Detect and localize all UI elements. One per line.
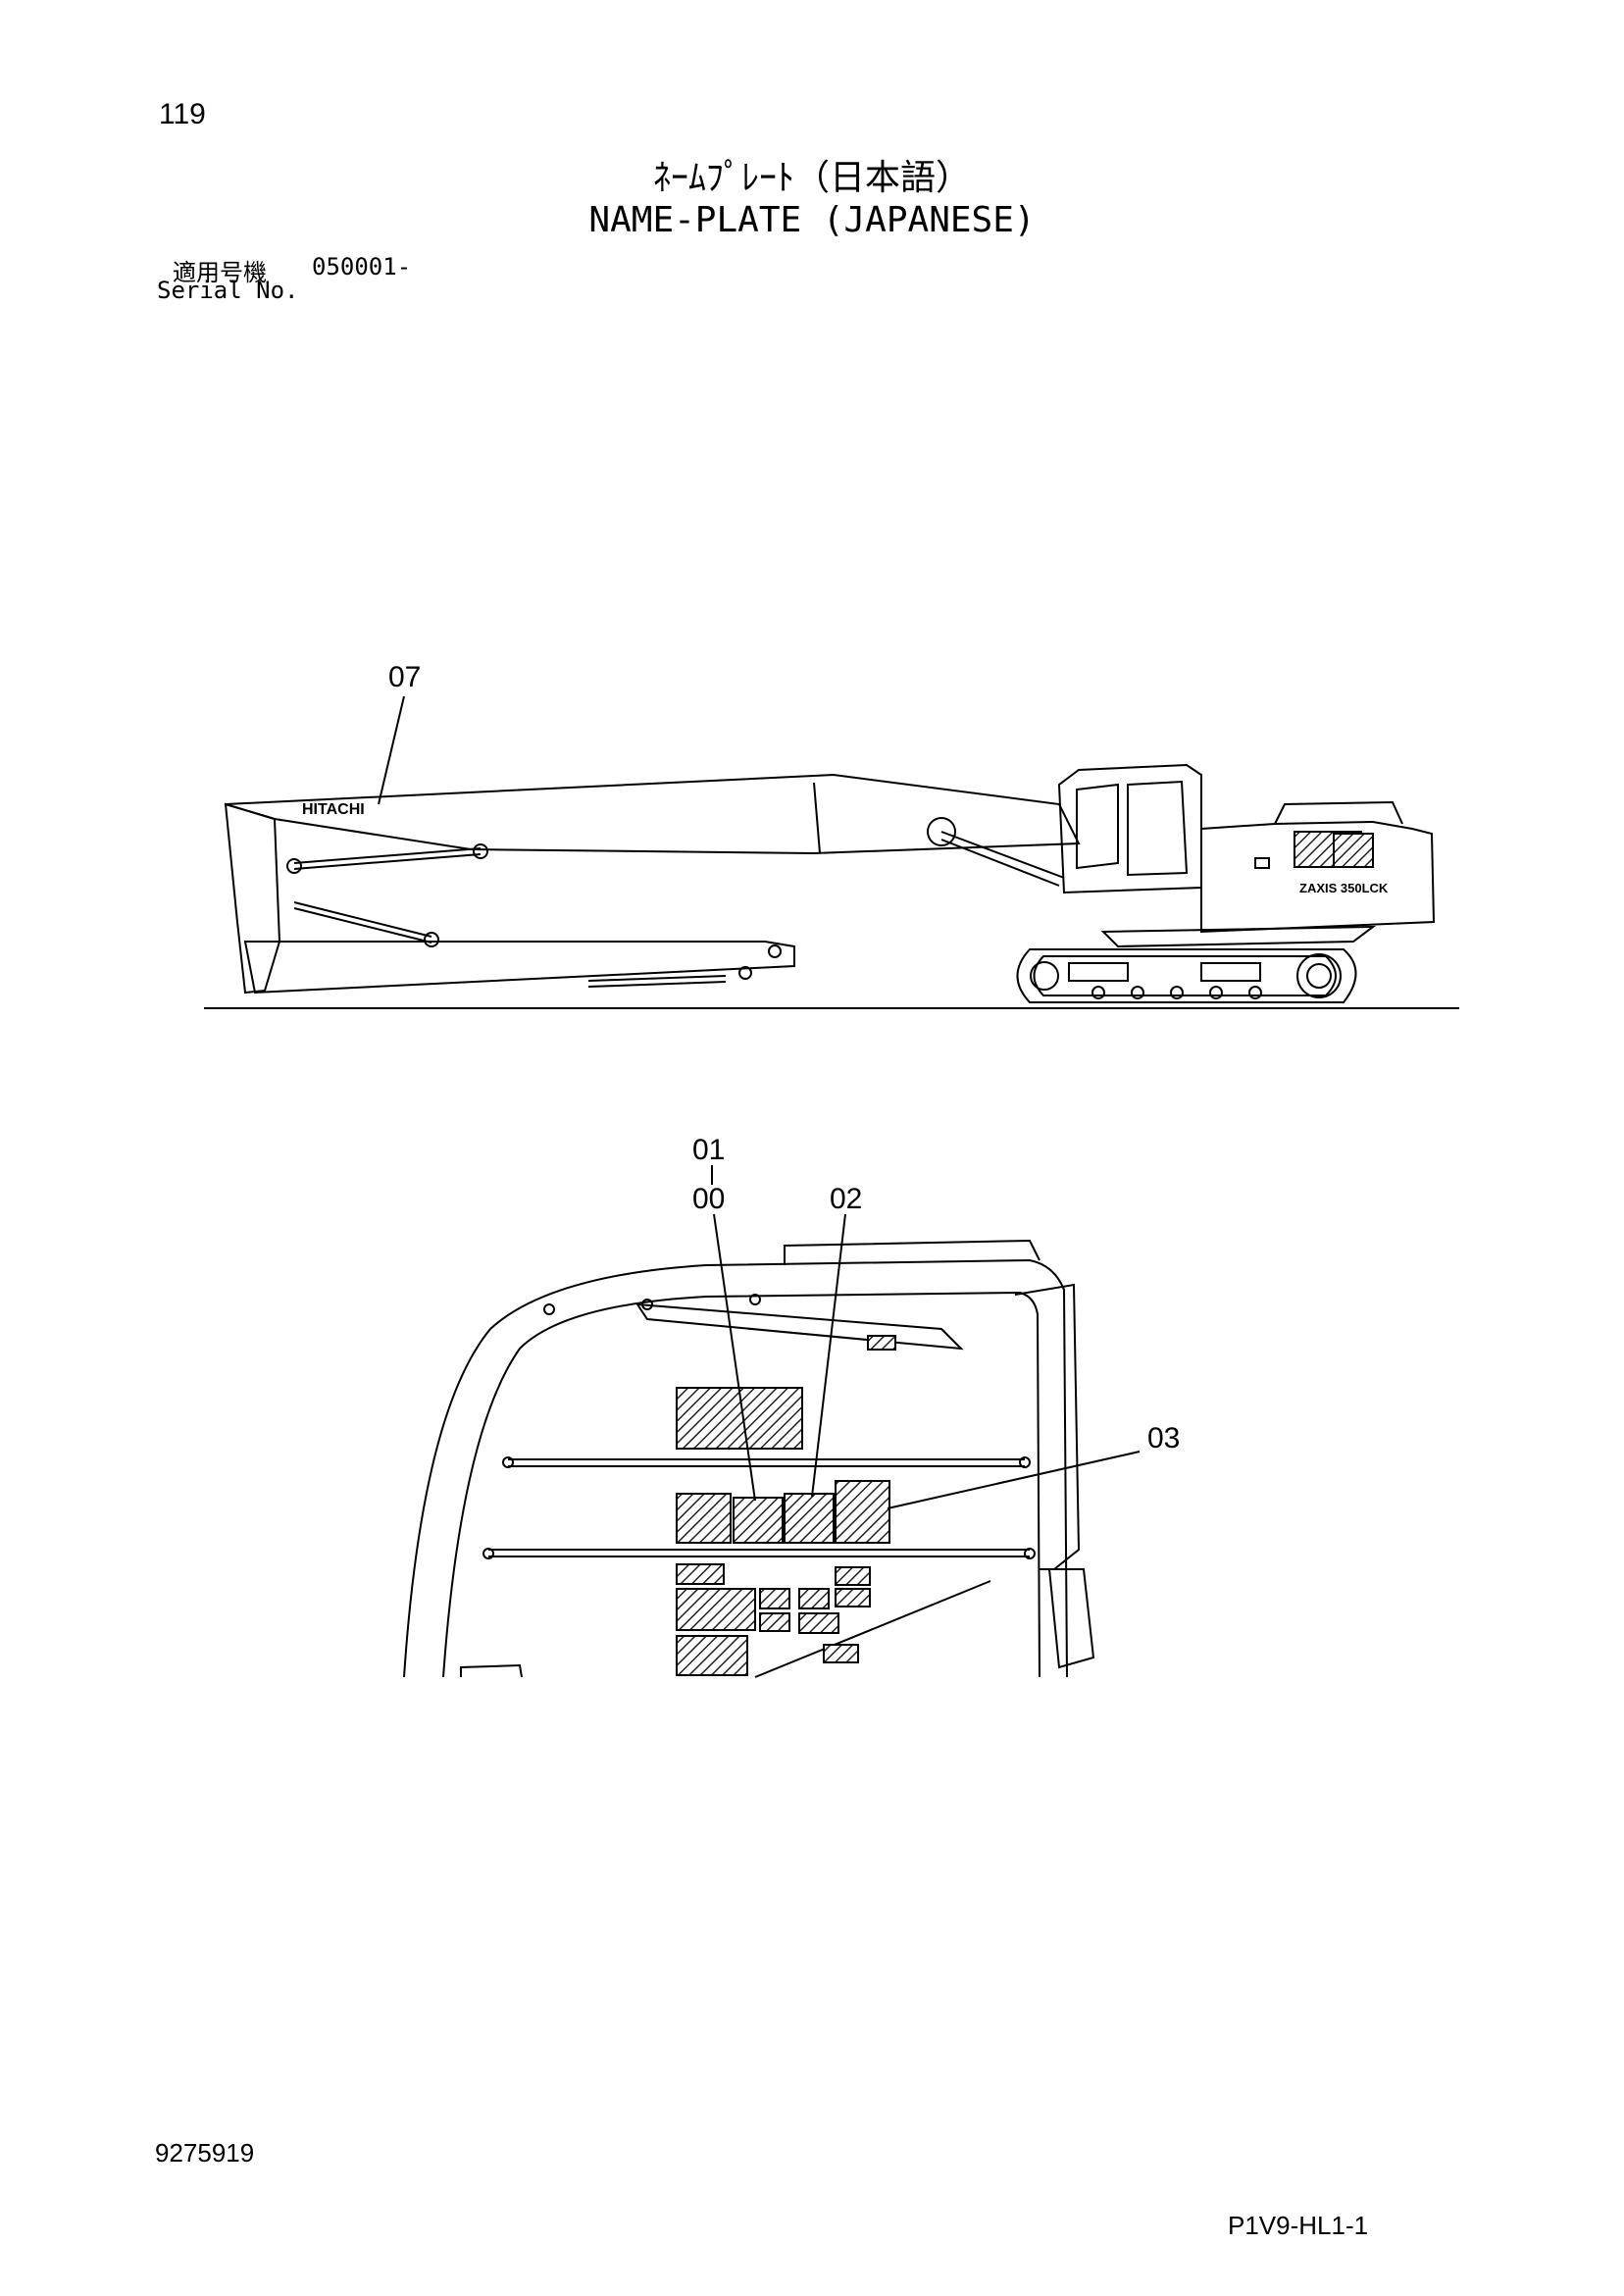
document-number: 9275919 bbox=[155, 2138, 255, 2168]
serial-label-english: Serial No. bbox=[157, 277, 299, 304]
nameplate-01 bbox=[733, 1497, 784, 1544]
page-title-english: NAME-PLATE (JAPANESE) bbox=[588, 200, 1036, 240]
boom-brand-decal: HITACHI bbox=[302, 801, 365, 818]
callout-07: 07 bbox=[388, 661, 421, 693]
nameplate-02 bbox=[784, 1493, 835, 1544]
excavator-side-view-drawing: 07 HITACHI ZAXIS 350LCK bbox=[204, 661, 1459, 1009]
page-code: P1V9-HL1-1 bbox=[1228, 2211, 1369, 2240]
page-title-japanese: ﾈｰﾑﾌﾟﾚｰﾄ（日本語） bbox=[652, 158, 971, 198]
boom bbox=[225, 773, 1081, 855]
callout-01: 01 bbox=[692, 1134, 725, 1166]
cab-frame bbox=[403, 1258, 1068, 1678]
serial-label-japanese: 適用号機 bbox=[173, 259, 267, 286]
arm bbox=[224, 802, 281, 995]
serial-value: 050001- bbox=[312, 253, 412, 281]
callout-00: 00 bbox=[692, 1183, 725, 1215]
cab bbox=[1057, 763, 1202, 894]
page-number: 119 bbox=[159, 98, 206, 130]
nameplate-03 bbox=[835, 1480, 890, 1544]
crawler-track bbox=[1016, 948, 1357, 1003]
callout-02: 02 bbox=[830, 1183, 862, 1215]
lower-arm bbox=[243, 941, 795, 995]
callout-03: 03 bbox=[1147, 1422, 1180, 1454]
model-decal: ZAXIS 350LCK bbox=[1299, 881, 1389, 895]
nameplate-00 bbox=[676, 1493, 732, 1544]
